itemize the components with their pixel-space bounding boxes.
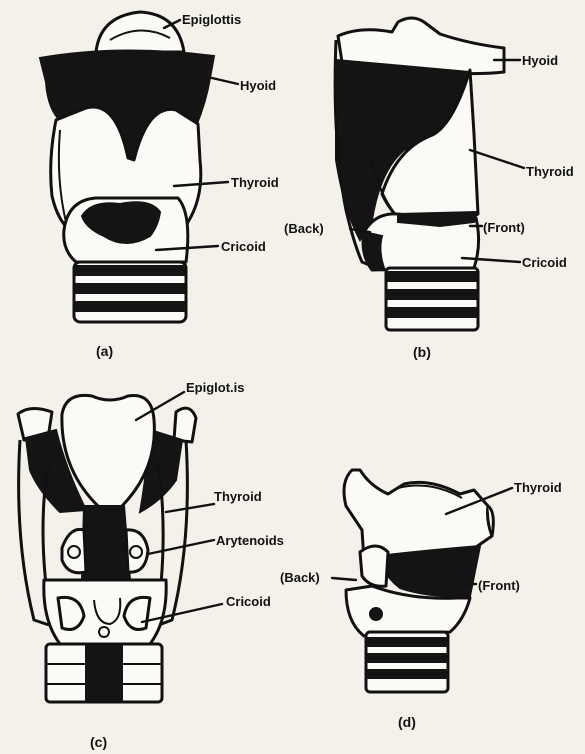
panel-d: Thyroid (Back) (Front) (d) xyxy=(280,470,562,730)
panel-d-label-back: (Back) xyxy=(280,570,320,585)
panel-c: Epiglot.is Thyroid Arytenoids Cricoid (c… xyxy=(18,380,284,750)
panel-a-label-cricoid: Cricoid xyxy=(221,239,266,254)
panel-b-caption: (b) xyxy=(413,344,431,360)
panel-b-label-hyoid: Hyoid xyxy=(522,53,558,68)
panel-a-caption: (a) xyxy=(96,343,113,359)
panel-a-label-thyroid: Thyroid xyxy=(231,175,279,190)
panel-a-label-hyoid: Hyoid xyxy=(240,78,276,93)
panel-c-label-thyroid: Thyroid xyxy=(214,489,262,504)
panel-a-label-epiglottis: Epiglottis xyxy=(182,12,241,27)
panel-a-epiglottis-shape xyxy=(96,12,184,52)
panel-c-arytenoid-left xyxy=(62,529,86,572)
panel-d-label-thyroid: Thyroid xyxy=(514,480,562,495)
panel-b-label-front: (Front) xyxy=(483,220,525,235)
panel-b-label-cricoid: Cricoid xyxy=(522,255,567,270)
panel-b-label-back: (Back) xyxy=(284,221,324,236)
panel-d-caption: (d) xyxy=(398,714,416,730)
panel-a: Epiglottis Hyoid Thyroid Cricoid (a) xyxy=(40,12,279,359)
panel-c-label-epiglottis: Epiglot.is xyxy=(186,380,245,395)
panel-b: Hyoid Thyroid (Back) (Front) Cricoid (b) xyxy=(284,18,574,360)
panel-b-label-thyroid: Thyroid xyxy=(526,164,574,179)
panel-d-label-front: (Front) xyxy=(478,578,520,593)
panel-c-label-arytenoids: Arytenoids xyxy=(216,533,284,548)
panel-c-label-cricoid: Cricoid xyxy=(226,594,271,609)
panel-c-caption: (c) xyxy=(90,734,107,750)
